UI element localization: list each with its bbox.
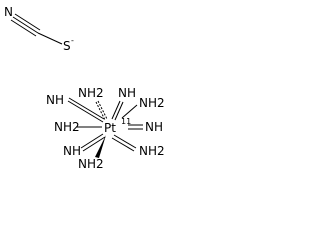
ligand-nh2-bottom-mid: NH2 [78, 157, 104, 171]
chemical-structure: N S - Pt 11 NH NH2 NH NH2 NH2 NH NH NH2 … [4, 5, 165, 171]
thiocyanate-sulfur-atom: S [63, 39, 71, 53]
platinum-atom: Pt [104, 121, 116, 135]
ligand-nh2-top-mid: NH2 [78, 86, 104, 100]
ligand-nh-bottom-left: NH [63, 144, 81, 158]
bond-pt-bottom-right-a [113, 134, 137, 149]
ligand-nh2-bottom-right: NH2 [139, 144, 165, 158]
platinum-complex: Pt 11 NH NH2 NH NH2 NH2 NH NH NH2 NH2 [46, 86, 165, 171]
ligand-nh-right: NH [145, 120, 163, 134]
cs-single-bond [37, 32, 63, 45]
cn-triple-bond-line-1 [12, 16, 39, 34]
platinum-oxidation-state: 11 [121, 117, 131, 126]
sulfur-negative-charge: - [71, 36, 74, 45]
bond-pt-bottom-right-b [111, 137, 135, 152]
ligand-nh-top-left: NH [46, 93, 64, 107]
bond-pt-bottom-left-a [80, 133, 104, 149]
bond-pt-top-right-b [114, 101, 124, 121]
bond-pt-top-left-b [68, 97, 105, 120]
cn-triple-bond-line-2 [14, 13, 41, 31]
ligand-nh-top-right: NH [118, 86, 136, 100]
ligand-nh2-left: NH2 [54, 120, 80, 134]
bond-pt-top-far-right [121, 104, 138, 119]
bond-pt-top-left-a [67, 100, 104, 123]
thiocyanate-ion: N S - [4, 5, 74, 53]
bond-pt-bottom-left-b [82, 136, 106, 152]
cn-triple-bond-line-3 [10, 19, 37, 37]
bond-pt-top-right-a [111, 100, 121, 120]
thiocyanate-nitrogen-atom: N [4, 5, 13, 19]
ligand-nh2-top-far-right: NH2 [139, 96, 165, 110]
bond-pt-bottom-mid [95, 135, 106, 158]
